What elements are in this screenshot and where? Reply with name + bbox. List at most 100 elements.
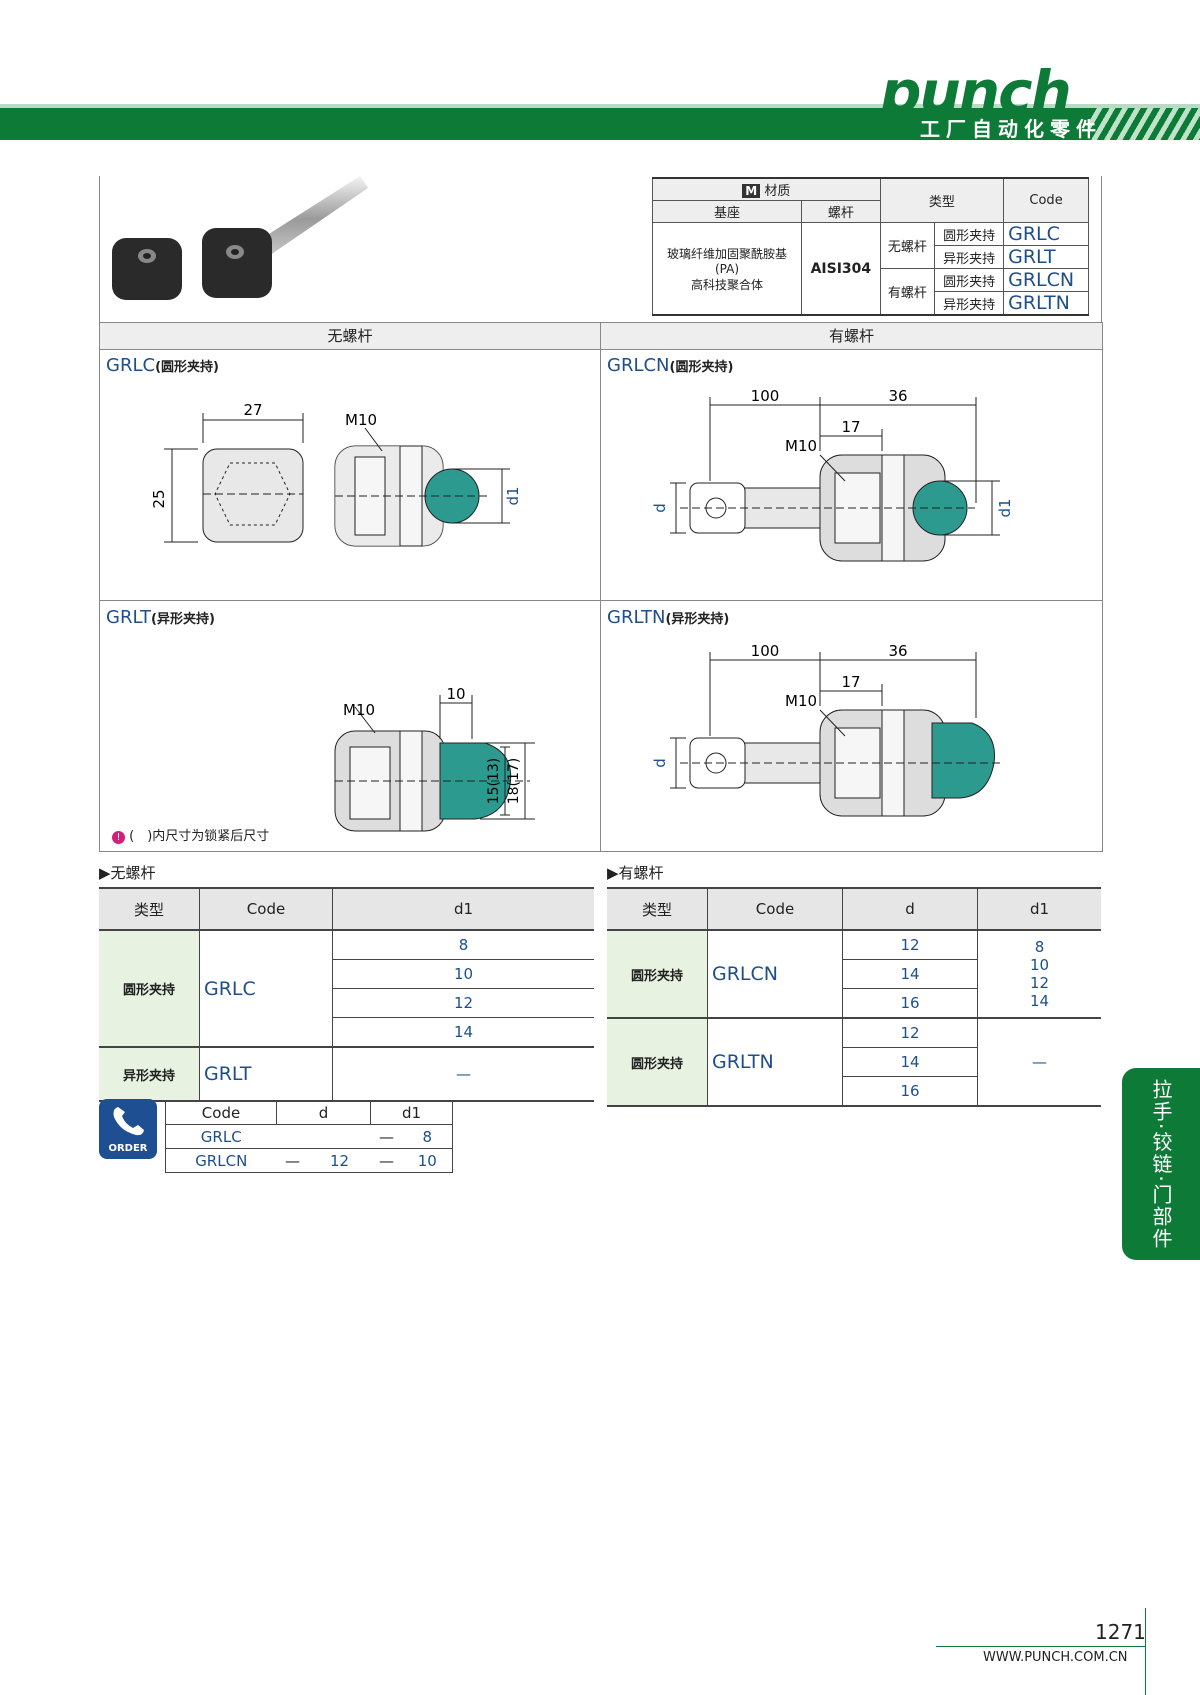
note-row: ! ( )内尺寸为锁紧后尺寸 xyxy=(112,825,269,844)
order-col-d1: d1 xyxy=(370,1100,453,1125)
d-cell: 14 xyxy=(842,1047,978,1077)
order-d1: 10 xyxy=(402,1148,453,1173)
thread-label: M10 xyxy=(785,692,817,710)
page-number: 1271 xyxy=(1095,1620,1146,1644)
footer-divider xyxy=(936,1646,1146,1647)
code-cell: GRLCN xyxy=(707,930,843,1019)
brand-logo: punch xyxy=(880,58,1072,126)
type-cell: 圆形夹持 xyxy=(607,1018,708,1107)
brand-tagline: 工厂自动化零件 xyxy=(920,117,1102,141)
screw-material: AISI304 xyxy=(801,222,881,316)
panel-title-grlc: GRLC(圆形夹持) xyxy=(106,355,219,376)
base-header: 基座 xyxy=(652,200,802,223)
order-d: 12 xyxy=(308,1148,371,1173)
d1-cell: — xyxy=(977,1018,1101,1107)
d-cell: 12 xyxy=(842,1018,978,1048)
d1-cell: 8 xyxy=(332,930,594,960)
code-cell: GRLTN xyxy=(707,1018,843,1107)
footer-url[interactable]: WWW.PUNCH.COM.CN xyxy=(983,1650,1128,1665)
product-photo xyxy=(100,176,370,316)
dim-100: 100 xyxy=(751,387,780,405)
section-head-without: 无螺杆 xyxy=(100,323,601,350)
table-with-title: ▶有螺杆 xyxy=(607,864,664,882)
col-type: 类型 xyxy=(607,887,708,931)
d1-cell: 12 xyxy=(332,988,594,1018)
d-label: d xyxy=(651,503,669,513)
code-cell: GRLT xyxy=(199,1047,333,1102)
d-cell: 16 xyxy=(842,1076,978,1107)
group-with: 有螺杆 xyxy=(879,268,936,316)
d-label: d xyxy=(651,758,669,768)
row-code: GRLC xyxy=(1003,222,1089,246)
dim-width: 27 xyxy=(243,401,262,419)
drawing-panels: 无螺杆 有螺杆 GRLC(圆形夹持) 27 25 M10 d1 GRLC xyxy=(99,322,1103,852)
type-header: 类型 xyxy=(879,177,1005,223)
col-d1: d1 xyxy=(977,887,1101,931)
thread-label: M10 xyxy=(785,437,817,455)
panel-title-grlcn: GRLCN(圆形夹持) xyxy=(607,355,734,376)
dim-36: 36 xyxy=(888,387,907,405)
type-cell: 圆形夹持 xyxy=(99,930,200,1048)
drawing-grlt: 10 M10 15(13) 18(17) xyxy=(334,685,535,832)
table-without: 类型 Code d1 圆形夹持 GRLC 8 10 12 14 异形夹持 GRL… xyxy=(99,887,594,1102)
group-without: 无螺杆 xyxy=(879,222,936,269)
table-without-title: ▶无螺杆 xyxy=(99,864,156,882)
order-code: GRLCN xyxy=(165,1148,277,1173)
d-cell: 12 xyxy=(842,930,978,960)
dim-10: 10 xyxy=(446,685,465,703)
thread-label: M10 xyxy=(343,701,375,719)
info-icon: ! xyxy=(112,831,125,844)
type-cell: 异形夹持 xyxy=(99,1047,200,1102)
row-type: 异形夹持 xyxy=(934,291,1005,316)
header-accent-line xyxy=(0,104,1200,108)
header-band xyxy=(0,108,1200,140)
phone-icon xyxy=(113,1107,144,1136)
code-header: Code xyxy=(1003,177,1089,223)
row-type: 圆形夹持 xyxy=(934,222,1005,246)
row-code: GRLTN xyxy=(1003,291,1089,316)
row-code: GRLCN xyxy=(1003,268,1089,292)
d1-label: d1 xyxy=(996,498,1014,517)
header-stripes xyxy=(1090,108,1200,140)
d1-cell: 10 xyxy=(332,959,594,989)
order-table: Code d d1 GRLC — 8 GRLCN — 12 — 10 xyxy=(165,1100,453,1173)
col-d1: d1 xyxy=(332,887,594,931)
col-type: 类型 xyxy=(99,887,200,931)
d1-cell: 14 xyxy=(332,1017,594,1048)
order-badge[interactable]: ORDER xyxy=(99,1099,157,1159)
drawing-grlcn: 100 36 17 M10 d d1 xyxy=(651,387,1014,562)
row-type: 圆形夹持 xyxy=(934,268,1005,292)
order-d1: 8 xyxy=(402,1124,453,1149)
panel-divider-h xyxy=(100,600,1102,601)
row-type: 异形夹持 xyxy=(934,245,1005,269)
order-col-d: d xyxy=(276,1100,371,1125)
dim-36: 36 xyxy=(888,642,907,660)
footer-vertical-line xyxy=(1145,1608,1146,1695)
d1-cell: — xyxy=(332,1047,594,1102)
side-category-tab[interactable]: 拉手·铰链·门部件 xyxy=(1122,1068,1200,1260)
dim-18: 18(17) xyxy=(506,758,522,805)
d-cell: 16 xyxy=(842,988,978,1019)
material-label: 材质 xyxy=(764,184,791,199)
material-icon: M xyxy=(742,184,761,198)
section-head-with: 有螺杆 xyxy=(601,323,1102,350)
dim-100: 100 xyxy=(751,642,780,660)
top-right-border xyxy=(1101,176,1102,322)
col-code: Code xyxy=(199,887,333,931)
code-cell: GRLC xyxy=(199,930,333,1048)
row-code: GRLT xyxy=(1003,245,1089,269)
dim-15: 15(13) xyxy=(486,758,502,805)
base-material: 玻璃纤维加固聚酰胺基(PA) 高科技聚合体 xyxy=(652,222,802,316)
order-code: GRLC xyxy=(165,1124,277,1149)
col-code: Code xyxy=(707,887,843,931)
panel-title-grltn: GRLTN(异形夹持) xyxy=(607,607,730,628)
d1-label: d1 xyxy=(504,486,522,505)
type-cell: 圆形夹持 xyxy=(607,930,708,1019)
dim-17: 17 xyxy=(841,418,860,436)
thread-label: M10 xyxy=(345,411,377,429)
d-cell: 14 xyxy=(842,959,978,989)
dim-17: 17 xyxy=(841,673,860,691)
col-d: d xyxy=(842,887,978,931)
